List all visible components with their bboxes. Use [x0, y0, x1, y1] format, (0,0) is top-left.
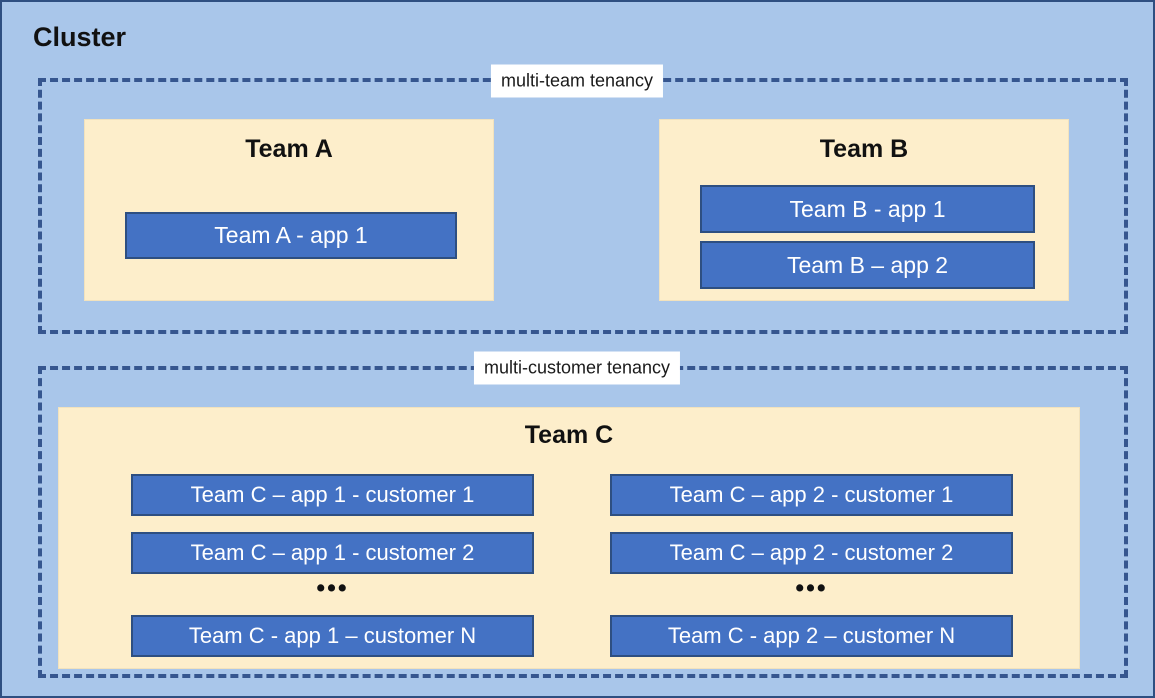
app-box-team-c-app-1-customer-n: Team C - app 1 – customer N [131, 615, 534, 657]
page-title: Cluster [33, 22, 127, 52]
app-box-team-c-app-1-customer-1: Team C – app 1 - customer 1 [131, 474, 534, 516]
ellipsis-team-c-app-1: ••• [316, 574, 349, 602]
app-box-team-c-app-2-customer-2: Team C – app 2 - customer 2 [610, 532, 1013, 574]
team-box-team-b: Team B Team B - app 1 Team B – app 2 [659, 119, 1069, 301]
team-c-title: Team C [524, 421, 614, 449]
app-box-team-c-app-2-customer-n: Team C - app 2 – customer N [610, 615, 1013, 657]
app-box-team-a-app-1: Team A - app 1 [125, 212, 457, 259]
team-box-team-c: Team C Team C – app 1 - customer 1 Team … [58, 407, 1080, 669]
app-box-team-b-app-1: Team B - app 1 [700, 185, 1035, 233]
team-box-team-a: Team A Team A - app 1 [84, 119, 494, 301]
tenancy-zone-multi-team-label: multi-team tenancy [490, 64, 664, 98]
tenancy-zone-multi-customer-label: multi-customer tenancy [473, 351, 681, 385]
ellipsis-team-c-app-2: ••• [795, 574, 828, 602]
app-box-team-b-app-2: Team B – app 2 [700, 241, 1035, 289]
team-a-title: Team A [245, 135, 333, 163]
app-box-team-c-app-2-customer-1: Team C – app 2 - customer 1 [610, 474, 1013, 516]
team-b-title: Team B [819, 135, 909, 163]
app-box-team-c-app-1-customer-2: Team C – app 1 - customer 2 [131, 532, 534, 574]
